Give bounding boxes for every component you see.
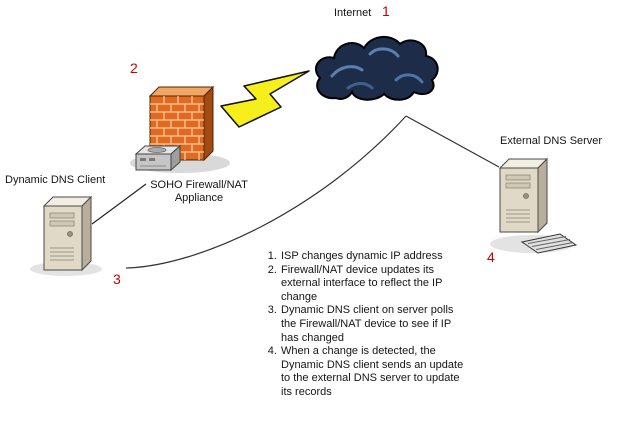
marker-2: 2 <box>130 60 138 76</box>
dynamic-dns-client-label: Dynamic DNS Client <box>5 174 106 186</box>
internet-label: Internet <box>334 7 372 19</box>
step-item-4: When a change is detected, the Dynamic D… <box>280 345 467 399</box>
step-item-3: Dynamic DNS client on server polls the F… <box>280 304 467 345</box>
link-internet-to-dns-server <box>405 115 500 168</box>
external-dns-server-icon <box>498 157 549 234</box>
firewall-icon <box>148 85 215 162</box>
soho-appliance-icon <box>134 144 182 172</box>
lightning-bolt-icon <box>220 70 310 128</box>
dns-client-server-icon <box>42 195 93 272</box>
link-client-to-appliance <box>91 183 147 225</box>
marker-3: 3 <box>113 271 121 287</box>
link-client-to-internet-curve <box>125 115 407 269</box>
external-dns-server-label: External DNS Server <box>500 135 603 147</box>
internet-cloud-icon <box>315 36 439 101</box>
steps-list: ISP changes dynamic IP address Firewall/… <box>263 250 467 400</box>
soho-appliance-label: SOHO Firewall/NAT Appliance <box>150 179 248 204</box>
marker-4: 4 <box>487 249 495 265</box>
step-item-2: Firewall/NAT device updates its external… <box>280 264 467 305</box>
keyboard-icon <box>520 233 578 254</box>
step-item-1: ISP changes dynamic IP address <box>280 250 467 264</box>
marker-1: 1 <box>382 3 390 19</box>
